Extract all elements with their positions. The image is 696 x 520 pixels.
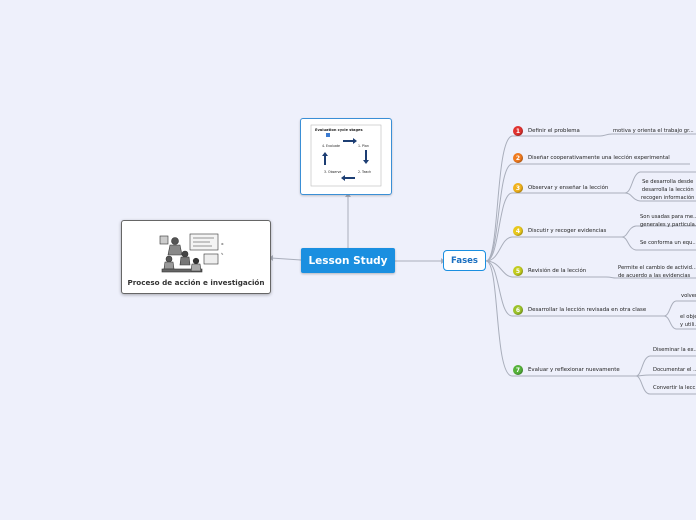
arrow-down-icon — [363, 150, 369, 164]
phase-5-child-1-line-1: Permite el cambio de activid... — [618, 265, 696, 271]
phase-3-number-badge: 3 — [513, 183, 523, 193]
phase-7-child-1[interactable]: Diseminar la ex... — [653, 347, 696, 353]
phase-6-child-1[interactable]: volver... — [681, 293, 696, 299]
phase-2-label: Diseñar cooperativamente una lección exp… — [528, 155, 670, 161]
phase-3-label: Observar y enseñar la lección — [528, 185, 609, 191]
phase-1-label: Definir el problema — [528, 128, 580, 134]
phase-3-child-1-line-2: desarrolla la lección — [641, 187, 694, 193]
research-process-node[interactable]: ⚙ ✎ Proceso de acción e investigación — [121, 220, 271, 294]
phase-1-child-1[interactable]: motiva y orienta el trabajo gr... — [613, 128, 694, 134]
phase-1-number-badge: 1 — [513, 126, 523, 136]
phase-7-number-badge: 7 — [513, 365, 523, 375]
arrow-up-icon — [322, 152, 328, 165]
phase-4-child-1[interactable]: Son usadas para me... generales y partic… — [640, 213, 696, 229]
phase-5-number-badge: 5 — [513, 266, 523, 276]
phase-4-child-2[interactable]: Se conforma un equ... — [640, 240, 696, 246]
phase-5-child-1-line-2: de acuerdo a las evidencias — [618, 273, 691, 279]
phase-7-node[interactable]: 7 Evaluar y reflexionar nuevamente — [513, 365, 620, 375]
phase-7-child-2[interactable]: Documentar el ... — [653, 367, 696, 373]
phase-2-node[interactable]: 2 Diseñar cooperativamente una lección e… — [513, 153, 670, 163]
cycle-step-1: 1. Plan — [358, 144, 369, 148]
phase-6-child-2-line-2: y utili... — [680, 322, 696, 328]
phase-7-child-3[interactable]: Convertir la lecc... — [653, 385, 696, 391]
cycle-step-3: 3. Observe — [324, 170, 341, 174]
phase-6-child-2-line-1: el obje... — [680, 314, 696, 320]
phase-3-child-1-line-3: recogen información — [641, 195, 695, 201]
cycle-step-4: 4. Evaluate — [322, 144, 340, 148]
phase-3-node[interactable]: 3 Observar y enseñar la lección — [513, 183, 608, 193]
research-process-caption: Proceso de acción e investigación — [127, 278, 265, 287]
phase-5-node[interactable]: 5 Revisión de la lección — [513, 266, 586, 276]
phase-3-child-1-line-1: Se desarrolla desde — [642, 179, 694, 185]
phase-4-child-1-line-1: Son usadas para me... — [640, 214, 696, 220]
phase-4-number-badge: 4 — [513, 226, 523, 236]
phase-6-label: Desarrollar la lección revisada en otra … — [528, 307, 647, 313]
link-central-left — [270, 257, 302, 261]
phase-5-child-1[interactable]: Permite el cambio de activid... de acuer… — [618, 264, 696, 280]
phase-4-node[interactable]: 4 Discutir y recoger evidencias — [513, 226, 606, 236]
phase-5-label: Revisión de la lección — [528, 268, 587, 274]
arrow-right-icon — [343, 138, 357, 144]
phase-1-node[interactable]: 1 Definir el problema — [513, 126, 580, 136]
svg-text:⚙: ⚙ — [221, 242, 224, 246]
phase-4-child-1-line-2: generales y particula... — [640, 222, 696, 228]
central-topic-node[interactable]: Lesson Study — [301, 248, 395, 273]
phase-6-child-2[interactable]: el obje... y utili... — [680, 313, 696, 329]
phase-7-label: Evaluar y reflexionar nuevamente — [528, 367, 620, 373]
phase-2-number-badge: 2 — [513, 153, 523, 163]
phase-6-number-badge: 6 — [513, 305, 523, 315]
phase-3-child-1[interactable]: Se desarrolla desde desarrolla la lecció… — [641, 178, 694, 202]
cycle-step-2: 2. Teach — [358, 170, 371, 174]
svg-text:✎: ✎ — [221, 252, 224, 256]
phase-4-label: Discutir y recoger evidencias — [528, 228, 607, 234]
fases-node[interactable]: Fases — [443, 250, 486, 271]
cycle-image-node[interactable]: Evaluation cycle stages 1. Plan 2. Teach… — [300, 118, 392, 195]
cycle-title: Evaluation cycle stages — [315, 128, 363, 132]
cycle-diagram-image: Evaluation cycle stages 1. Plan 2. Teach… — [310, 124, 382, 187]
arrow-left-icon — [341, 175, 355, 181]
classroom-sketch-image: ⚙ ✎ — [159, 233, 224, 273]
phase-6-node[interactable]: 6 Desarrollar la lección revisada en otr… — [513, 305, 646, 315]
